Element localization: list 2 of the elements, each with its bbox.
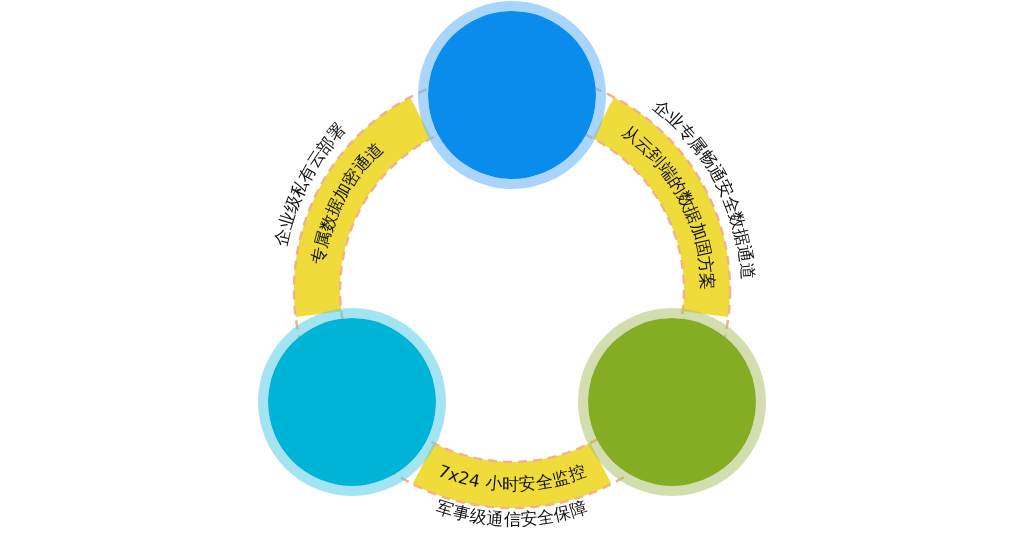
curved-caption: 军事级通信安全保障 xyxy=(434,497,590,529)
edge-label: 7x24 小时安全监控 xyxy=(435,460,589,495)
